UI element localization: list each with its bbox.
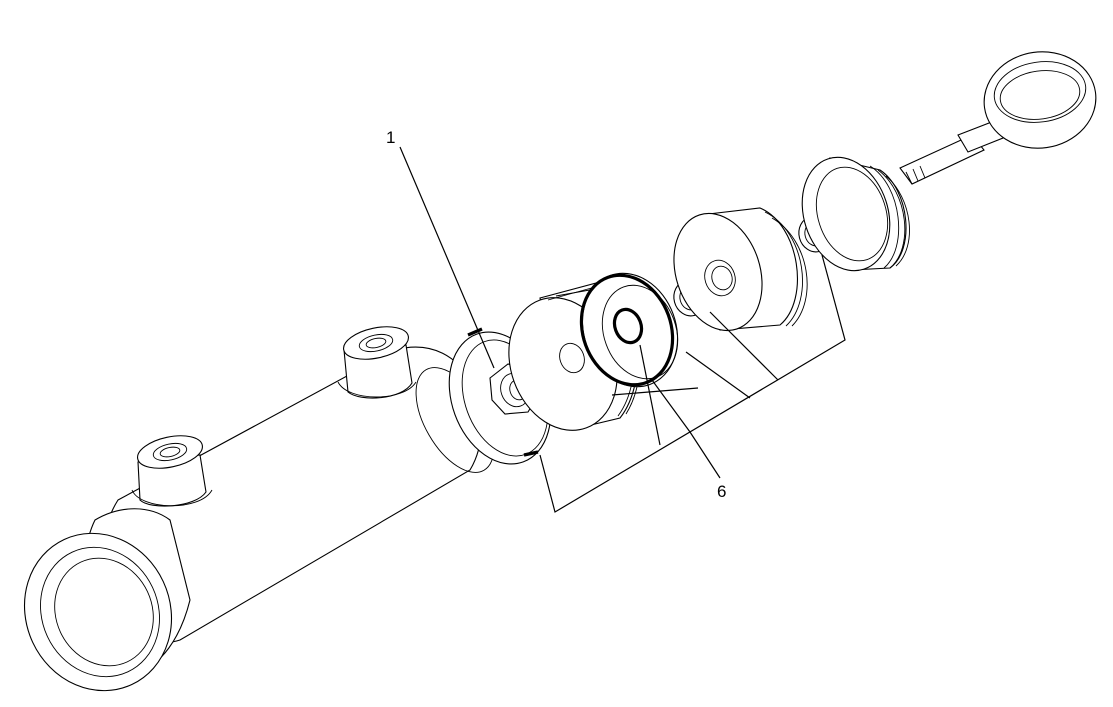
piston-seal (579, 272, 679, 388)
head-cap (801, 156, 910, 272)
piston-rod (899, 51, 1097, 185)
leader-lines (399, 146, 846, 513)
cylinder-barrel (23, 326, 495, 692)
gland (673, 207, 808, 332)
callout-label-1: 1 (386, 128, 396, 147)
callout-label-6: 6 (717, 482, 727, 501)
